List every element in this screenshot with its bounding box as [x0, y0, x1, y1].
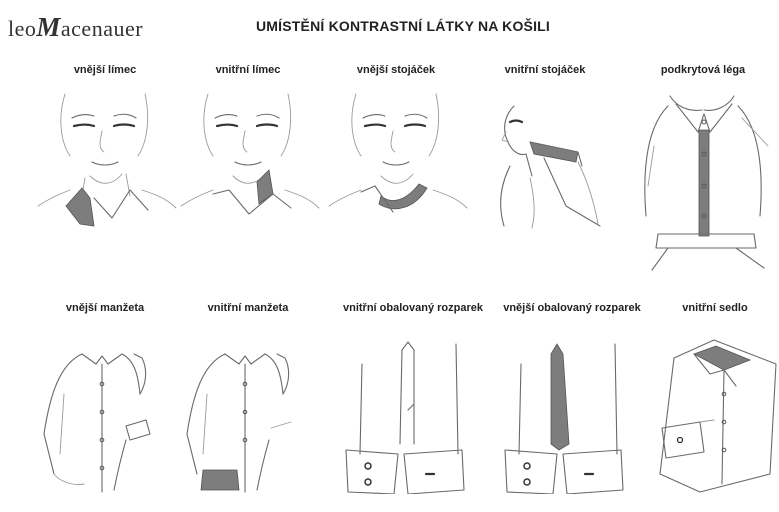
- option-outer-sleeve-placket: vnější obalovaný rozparek: [497, 302, 647, 314]
- option-label: vnitřní sedlo: [640, 302, 779, 314]
- sleeve-placket-outer-icon: [497, 324, 647, 494]
- option-inner-collar: vnitřní límec: [173, 64, 323, 76]
- option-outer-stand: vnější stojáček: [321, 64, 471, 76]
- option-label: vnitřní obalovaný rozparek: [338, 302, 488, 314]
- logo-rest: acenauer: [61, 16, 143, 41]
- option-inner-yoke: vnitřní sedlo: [640, 302, 779, 314]
- option-label: vnitřní stojáček: [470, 64, 620, 76]
- profile-stand-inner-icon: [470, 86, 620, 236]
- folded-shirt-yoke-icon: [640, 324, 779, 494]
- placket-icon: [628, 86, 778, 276]
- option-label: vnější stojáček: [321, 64, 471, 76]
- option-placket: podkrytová léga: [628, 64, 778, 76]
- option-label: vnější obalovaný rozparek: [497, 302, 647, 314]
- option-label: podkrytová léga: [628, 64, 778, 76]
- option-outer-cuff: vnější manžeta: [30, 302, 180, 314]
- logo-initial: M: [36, 12, 61, 42]
- face-collar-outer-icon: [30, 86, 180, 236]
- option-inner-stand: vnitřní stojáček: [470, 64, 620, 76]
- cuff-outer-icon: [30, 324, 180, 494]
- logo-prefix: leo: [8, 16, 36, 41]
- option-label: vnější manžeta: [30, 302, 180, 314]
- brand-logo: leoMacenauer: [8, 12, 143, 43]
- face-stand-outer-icon: [321, 86, 471, 236]
- option-inner-cuff: vnitřní manžeta: [173, 302, 323, 314]
- page-title: UMÍSTĚNÍ KONTRASTNÍ LÁTKY NA KOŠILI: [256, 18, 550, 34]
- option-label: vnitřní límec: [173, 64, 323, 76]
- option-outer-collar: vnější límec: [30, 64, 180, 76]
- face-collar-inner-icon: [173, 86, 323, 236]
- option-label: vnější límec: [30, 64, 180, 76]
- cuff-inner-icon: [173, 324, 323, 494]
- option-label: vnitřní manžeta: [173, 302, 323, 314]
- sleeve-placket-inner-icon: [338, 324, 488, 494]
- option-inner-sleeve-placket: vnitřní obalovaný rozparek: [338, 302, 488, 314]
